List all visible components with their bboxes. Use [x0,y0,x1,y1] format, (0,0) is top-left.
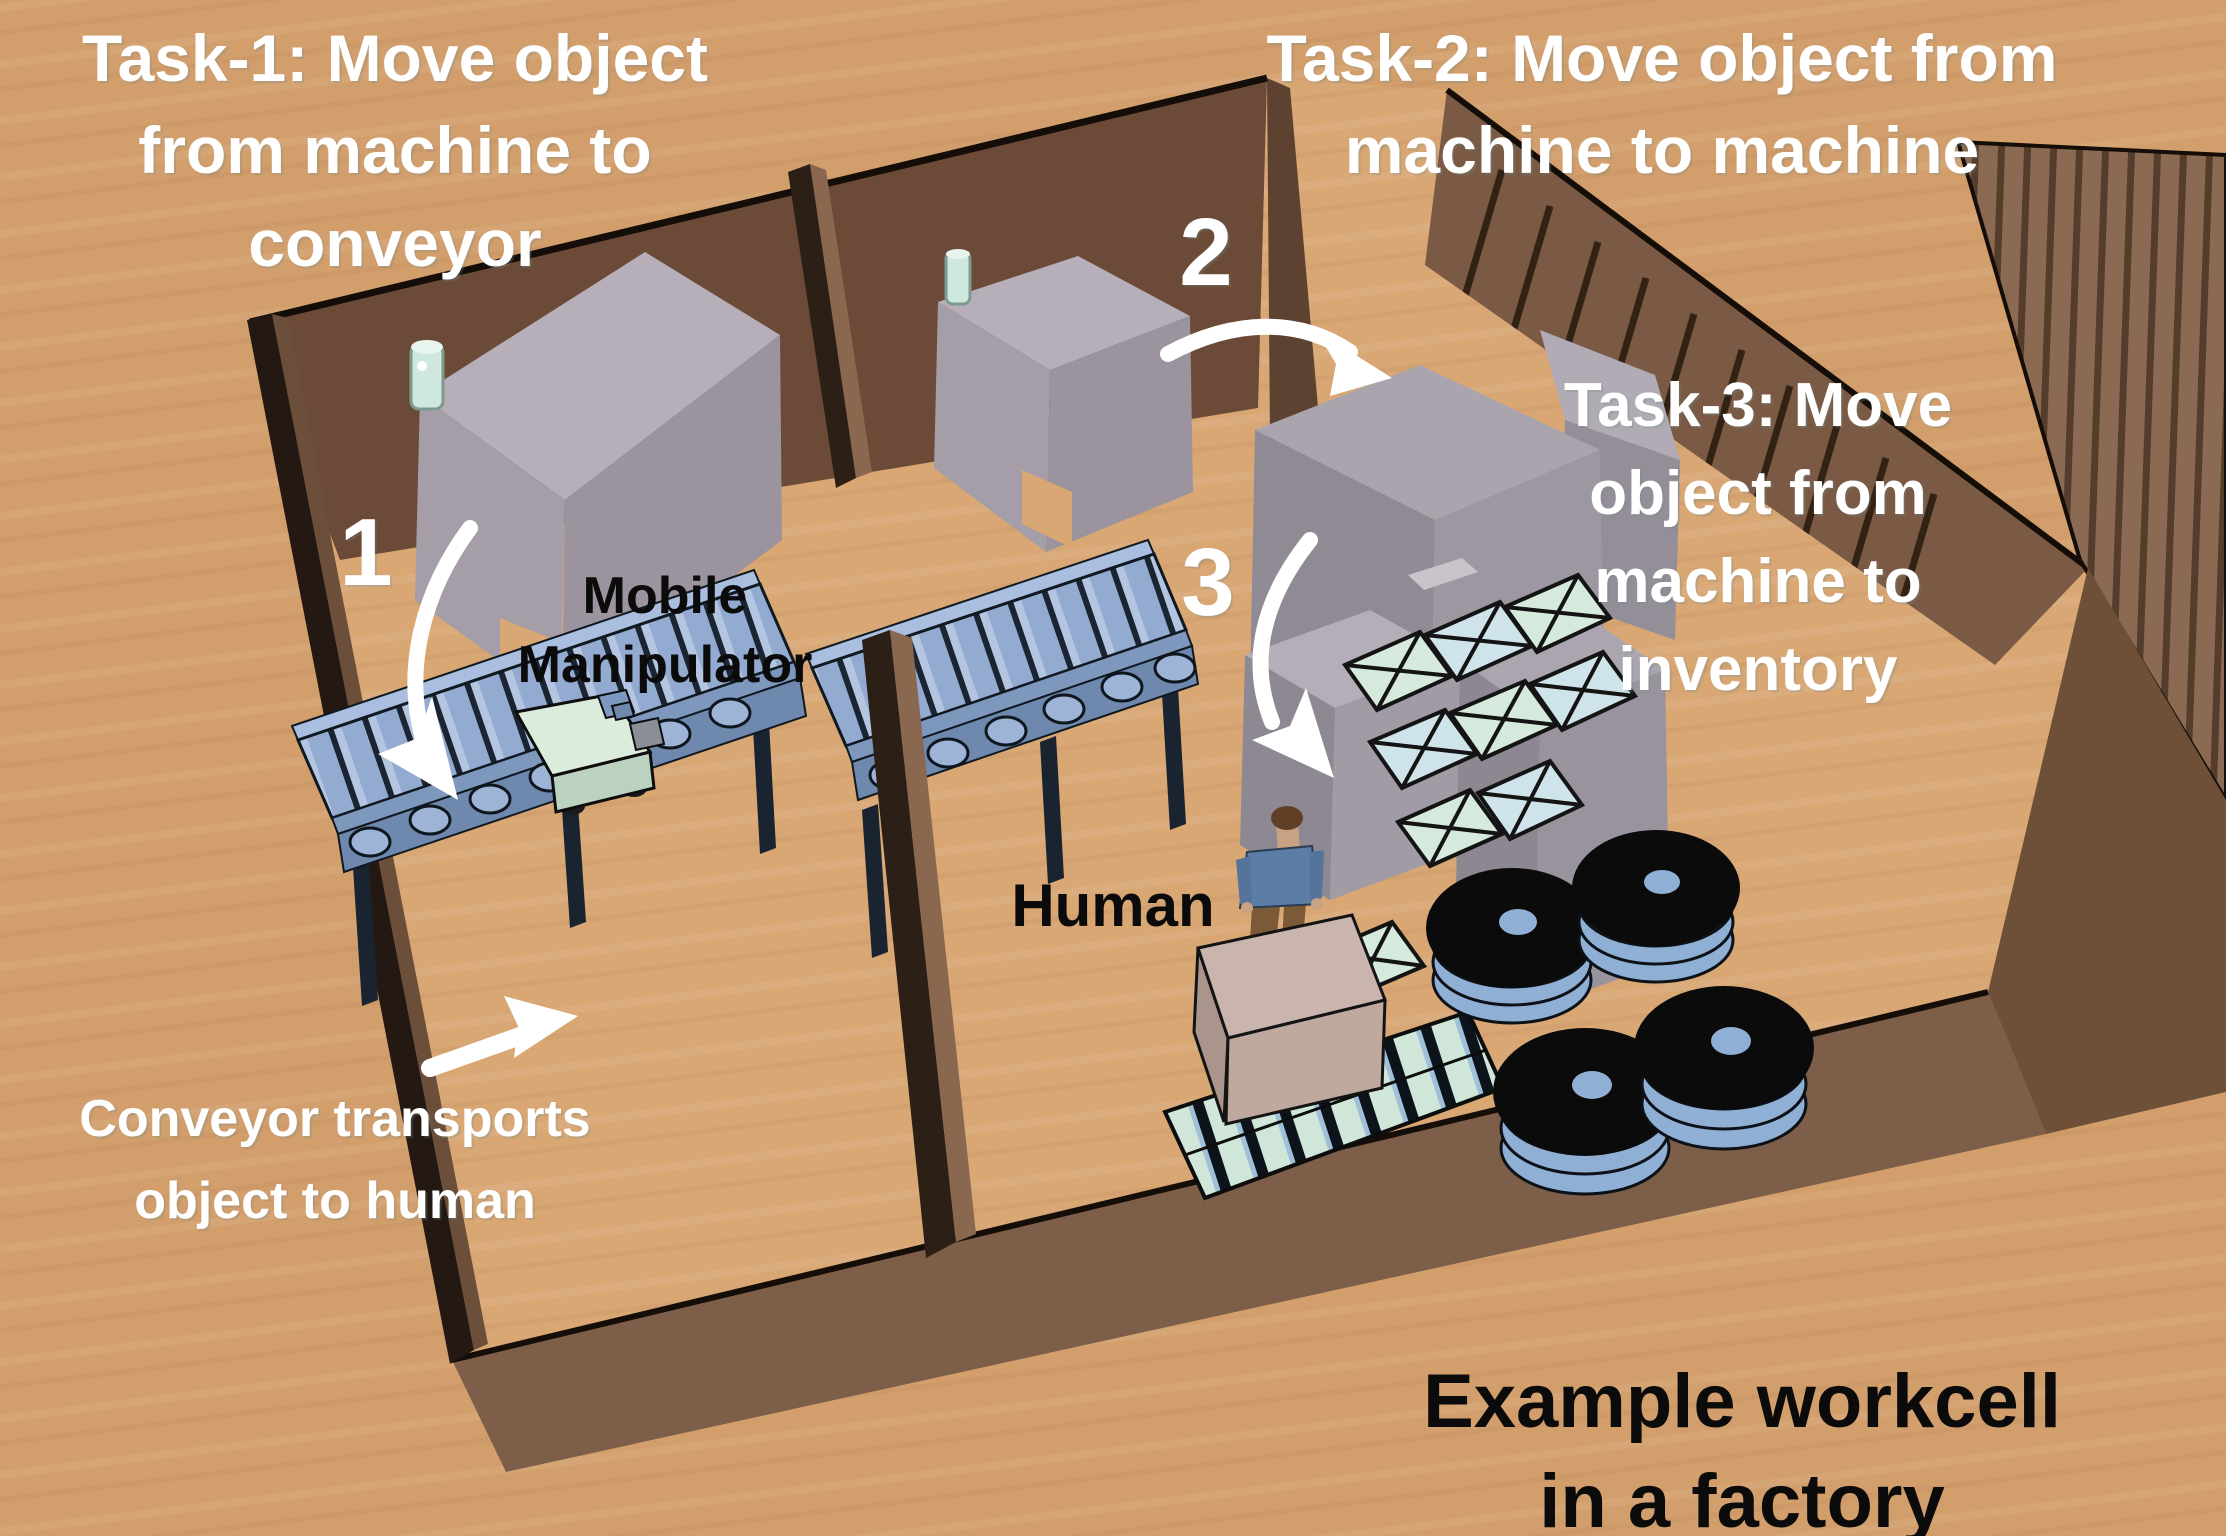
human-label: Human [1011,872,1215,939]
machine-2 [934,249,1193,552]
mobile-manipulator-robot [513,688,666,815]
conveyor-note-label: Conveyor transports object to human [79,1078,590,1242]
task2-line1: Task-2: Move object from [1266,21,2058,95]
mobile-manipulator-line1: Mobile [582,567,748,625]
tire-stacks [1426,830,1814,1196]
step3-number: 3 [1181,529,1235,636]
step1-number: 1 [339,499,393,606]
task1-label: Task-1: Move object from machine to conv… [82,12,708,289]
vented-wall [1425,87,2090,665]
task2-arrow-icon [1160,318,1392,396]
task1-line1: Task-1: Move object [82,21,708,95]
mobile-manipulator-label: Mobile Manipulator [518,562,813,699]
work-table [1192,913,1388,1126]
task3-line2: object from [1589,459,1927,529]
stack-light-icon [944,249,972,306]
task2-label: Task-2: Move object from machine to mach… [1267,12,2058,197]
conveyor-arrow-icon [421,996,578,1077]
machine-1 [409,252,782,726]
right-wall [1955,139,2226,804]
task3-line3: machine to [1594,547,1922,617]
divider-wall-lower [862,630,976,1258]
right-wall-exterior [1988,568,2226,1134]
caption-line1: Example workcell [1423,1359,2061,1444]
divider-wall-upper [788,164,872,488]
task1-line3: conveyor [248,205,542,280]
task1-line2: from machine to [138,113,652,188]
task3-label: Task-3: Move object from machine to inve… [1564,362,1952,714]
conveyor-note-line1: Conveyor transports [79,1090,591,1148]
task1-arrow-icon [378,520,478,800]
conveyor-note-line2: object to human [134,1172,536,1231]
mobile-manipulator-line2: Manipulator [517,635,813,694]
step2-number: 2 [1179,199,1233,306]
caption-line2: in a factory [1539,1459,1945,1536]
caption-label: Example workcell in a factory [1423,1352,2061,1536]
task2-line2: machine to machine [1344,113,1980,188]
task3-line1: Task-3: Move [1563,371,1953,440]
task3-line4: inventory [1618,635,1898,705]
task3-arrow-icon [1252,532,1334,778]
stack-light-icon [409,340,445,411]
